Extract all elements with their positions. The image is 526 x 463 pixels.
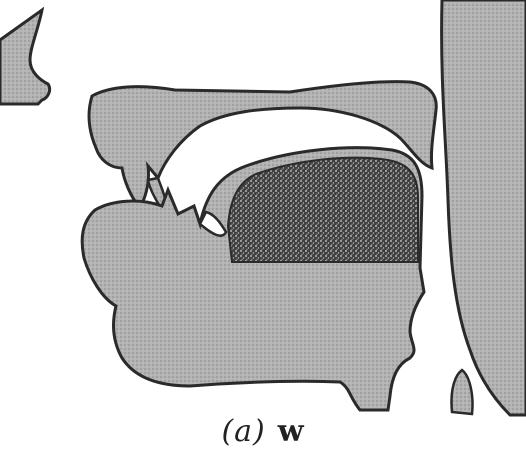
- epiglottis: [451, 370, 472, 414]
- nose-shape: [0, 10, 50, 104]
- figure-caption: (a) w: [0, 414, 526, 449]
- pharynx-wall: [442, 0, 526, 415]
- caption-symbol: w: [278, 414, 305, 449]
- caption-label: (a): [221, 414, 265, 449]
- tongue-back-highlight: [228, 158, 418, 262]
